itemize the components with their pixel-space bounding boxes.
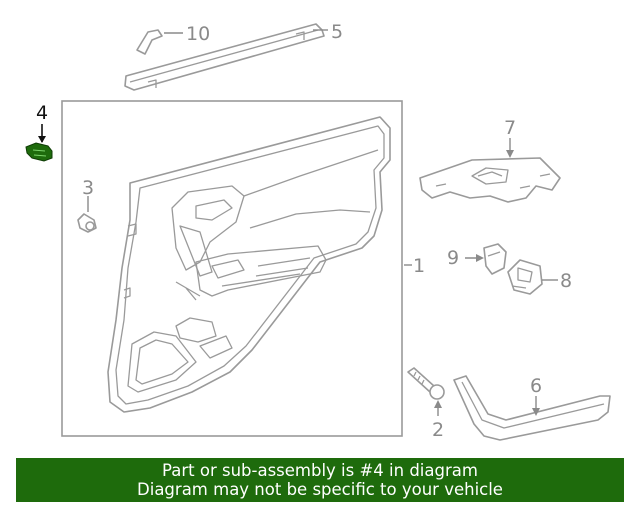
parts-diagram: 10 5 4 3 [25,21,611,441]
part-3-fastener[interactable] [77,213,97,233]
leader-4-arrow [38,136,46,143]
callout-6[interactable]: 6 [530,375,542,397]
callout-8[interactable]: 8 [560,270,572,292]
callout-3[interactable]: 3 [82,177,94,199]
leader-9-arrow [476,254,484,262]
leader-2-arrow [434,400,442,408]
callout-9[interactable]: 9 [447,247,459,269]
callout-1[interactable]: 1 [413,255,425,277]
notice-banner: Part or sub-assembly is #4 in diagram Di… [16,458,624,502]
part-9-bracket[interactable] [483,243,507,275]
part-6-lower-garnish[interactable] [453,375,611,441]
callout-5[interactable]: 5 [331,21,343,43]
banner-line-1: Part or sub-assembly is #4 in diagram [162,461,478,480]
part-5-belt-moulding[interactable] [124,23,325,91]
part-1-door-trim-panel[interactable] [107,116,391,413]
banner-line-2: Diagram may not be specific to your vehi… [137,480,503,499]
callout-7[interactable]: 7 [504,117,516,139]
leader-7-arrow [506,150,514,158]
part-8-window-switch[interactable] [507,259,543,295]
callout-2[interactable]: 2 [432,419,444,441]
callout-10[interactable]: 10 [186,23,210,45]
part-10-clip[interactable] [136,29,163,55]
door-panel-frame [61,100,403,437]
part-7-switch-bezel[interactable] [419,157,561,203]
callout-4[interactable]: 4 [36,102,48,124]
part-2-screw[interactable] [407,367,445,400]
leader-6-arrow [532,408,540,416]
part-4-retainer-clip[interactable] [25,142,53,162]
